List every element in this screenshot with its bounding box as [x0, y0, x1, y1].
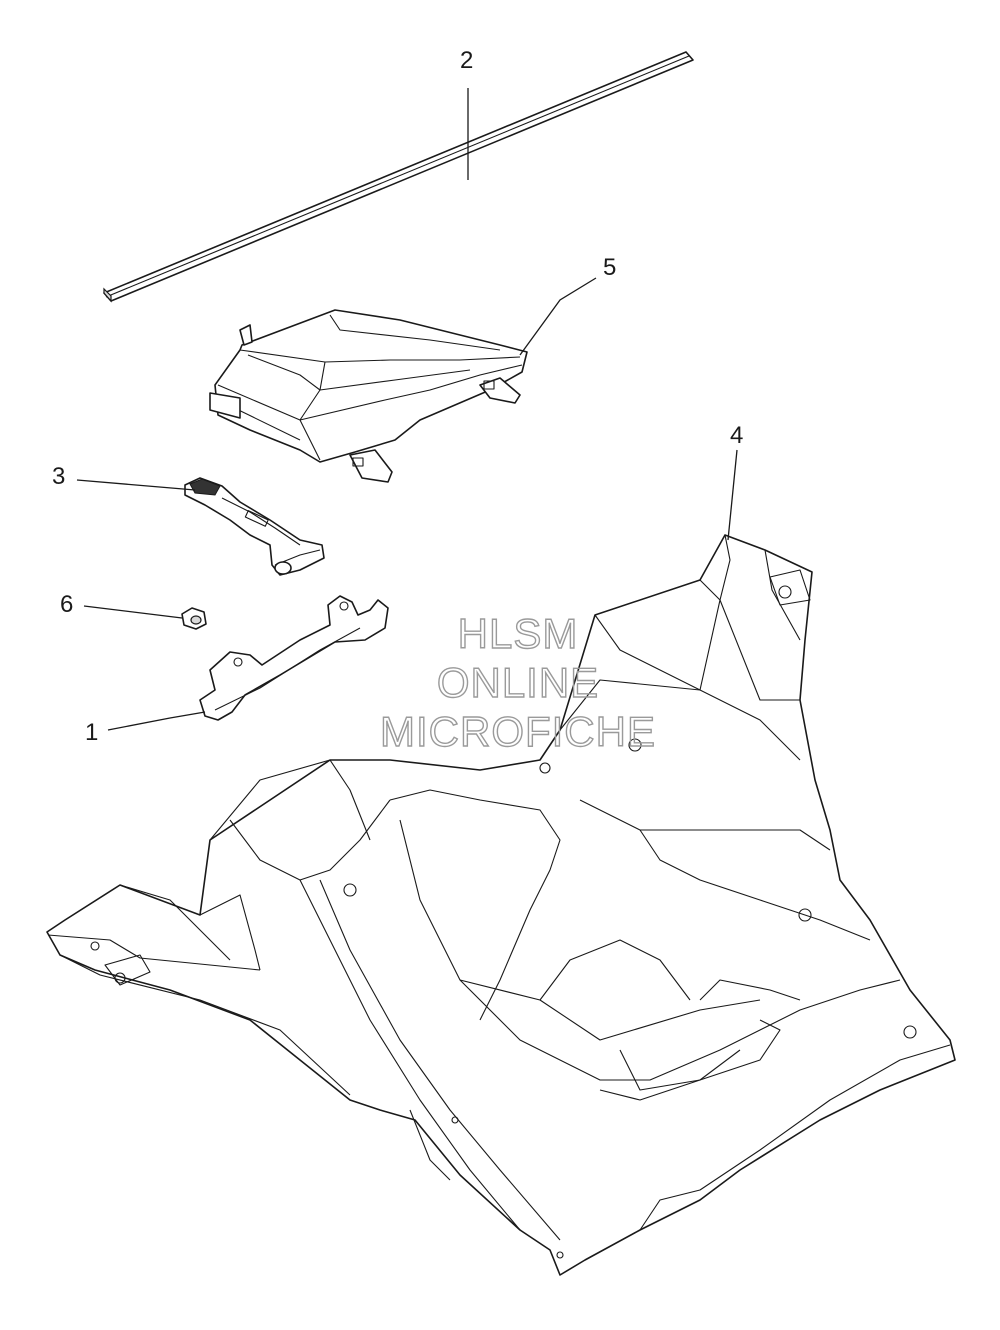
part-6-bolt — [181, 607, 207, 630]
watermark-line-1: HLSM — [458, 610, 579, 657]
leader-lines — [76, 88, 738, 731]
callout-5: 5 — [603, 254, 616, 281]
part-1-bracket — [199, 595, 389, 721]
watermark: HLSM ONLINE MICROFICHE — [379, 609, 656, 755]
leader-5 — [519, 277, 597, 356]
callout-3: 3 — [52, 463, 65, 490]
leader-6 — [83, 605, 183, 619]
watermark-line-2: ONLINE — [437, 659, 599, 706]
callout-2: 2 — [460, 47, 473, 74]
part-5-cover — [209, 309, 528, 483]
leader-3 — [76, 479, 196, 491]
part-3-latch — [184, 477, 325, 576]
callout-labels: 2 5 3 4 6 1 — [52, 47, 743, 746]
leader-1 — [107, 711, 206, 731]
callout-1: 1 — [85, 719, 98, 746]
callout-6: 6 — [60, 591, 73, 618]
part-2-seal-strip — [103, 51, 694, 303]
part-4-floor-tub — [46, 534, 956, 1276]
leader-4 — [727, 449, 738, 541]
watermark-line-3: MICROFICHE — [380, 708, 656, 755]
callout-4: 4 — [730, 422, 743, 449]
